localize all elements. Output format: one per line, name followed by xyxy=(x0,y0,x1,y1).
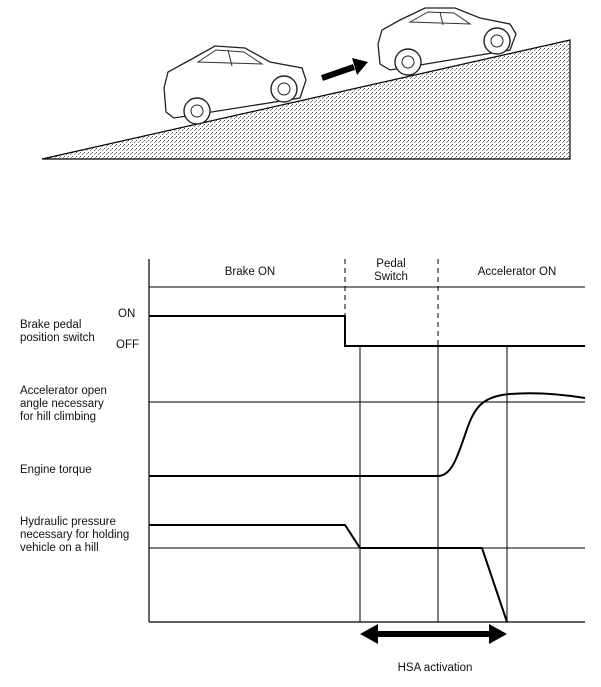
label-brake-pedal-switch: Brake pedal position switch xyxy=(20,319,95,344)
hydraulic-pressure-signal xyxy=(149,524,508,623)
hill-illustration xyxy=(41,7,571,160)
engine-torque-signal xyxy=(149,392,586,477)
state-off: OFF xyxy=(116,339,139,351)
hsa-activation-label: HSA activation xyxy=(397,662,473,674)
car-before-icon xyxy=(163,45,307,125)
label-accelerator-angle: Accelerator open angle necessary for hil… xyxy=(20,385,107,423)
phase-label-pedal-switch: Pedal Switch xyxy=(374,258,408,283)
phase-label-accelerator-on: Accelerator ON xyxy=(477,266,557,278)
hill-slope xyxy=(41,39,571,160)
timing-diagram xyxy=(148,259,586,644)
state-on: ON xyxy=(118,308,136,320)
brake-pedal-signal xyxy=(149,315,585,347)
hsa-activation-arrow xyxy=(360,624,507,644)
car-after-icon xyxy=(377,7,517,76)
label-hydraulic-pressure: Hydraulic pressure necessary for holding… xyxy=(20,516,130,554)
phase-label-brake-on: Brake ON xyxy=(224,266,276,278)
label-engine-torque: Engine torque xyxy=(20,464,92,476)
motion-arrow-icon xyxy=(321,58,368,81)
